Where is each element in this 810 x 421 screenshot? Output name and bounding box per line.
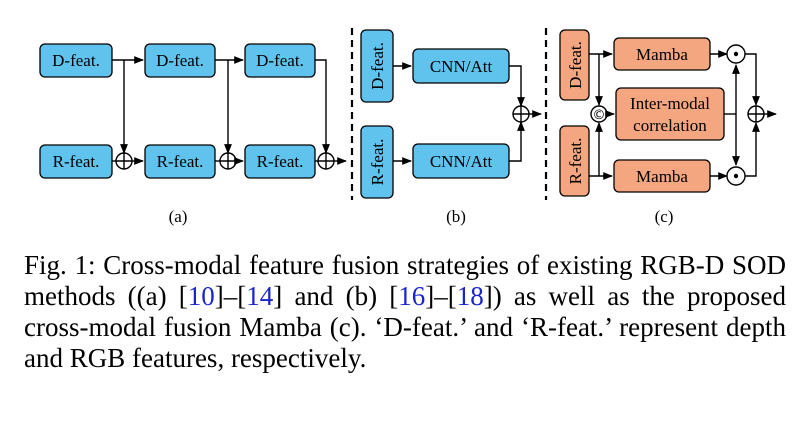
multiply-dot-bottom (733, 173, 739, 179)
r-feat-box-c (559, 125, 590, 197)
inter-modal-label-line2: correlation (633, 116, 707, 135)
multiply-dot-top (733, 51, 739, 57)
caption-text-prefix: Fig. 1: Cross-modal feature fusion strat… (24, 250, 786, 311)
panel-b-label: (b) (446, 207, 466, 226)
caption-text-suffix: ]) as well as the proposed cross-modal f… (24, 281, 787, 373)
d-feat-label-c: D-feat. (566, 41, 585, 89)
panel-b: D-feat. R-feat. CNN/Att CNN/Att (b) (360, 29, 542, 226)
d-feat-label-a3: D-feat. (256, 51, 304, 70)
panel-c-label: (c) (655, 207, 674, 226)
caption-text-mid3: ]–[ (425, 281, 457, 311)
r-feat-box-b (360, 125, 394, 199)
d-feat-box-c (559, 29, 590, 101)
panel-a-label: (a) (169, 207, 188, 226)
d-feat-label-a2: D-feat. (156, 51, 204, 70)
r-feat-label-a3: R-feat. (257, 152, 304, 171)
panel-c: D-feat. R-feat. Mamba Inter-modal correl… (559, 29, 777, 226)
panel-a: D-feat. D-feat. D-feat. R-feat. R-feat. … (39, 43, 347, 226)
ref-link-18[interactable]: 18 (456, 281, 484, 311)
r-feat-label-a1: R-feat. (53, 152, 100, 171)
caption-text-mid2: ] and (b) [ (273, 281, 399, 311)
fusion-strategies-figure: D-feat. D-feat. D-feat. R-feat. R-feat. … (39, 28, 777, 226)
caption-text-mid1: ]–[ (214, 281, 247, 311)
mamba-label-bottom: Mamba (636, 167, 688, 186)
ref-link-14[interactable]: 14 (246, 281, 274, 311)
concat-symbol: © (593, 108, 606, 123)
mamba-label-top: Mamba (636, 45, 688, 64)
r-feat-label-a2: R-feat. (157, 152, 204, 171)
d-feat-label-b: D-feat. (368, 42, 387, 90)
r-feat-label-c: R-feat. (566, 138, 585, 185)
ref-link-16[interactable]: 16 (398, 281, 426, 311)
cnn-att-label-top: CNN/Att (430, 57, 493, 76)
cnn-att-label-bottom: CNN/Att (430, 152, 493, 171)
ref-link-10[interactable]: 10 (187, 281, 215, 311)
d-feat-label-a1: D-feat. (52, 51, 100, 70)
inter-modal-label-line1: Inter-modal (630, 94, 710, 113)
figure-caption: Fig. 1: Cross-modal feature fusion strat… (24, 250, 786, 374)
r-feat-label-b: R-feat. (368, 139, 387, 186)
